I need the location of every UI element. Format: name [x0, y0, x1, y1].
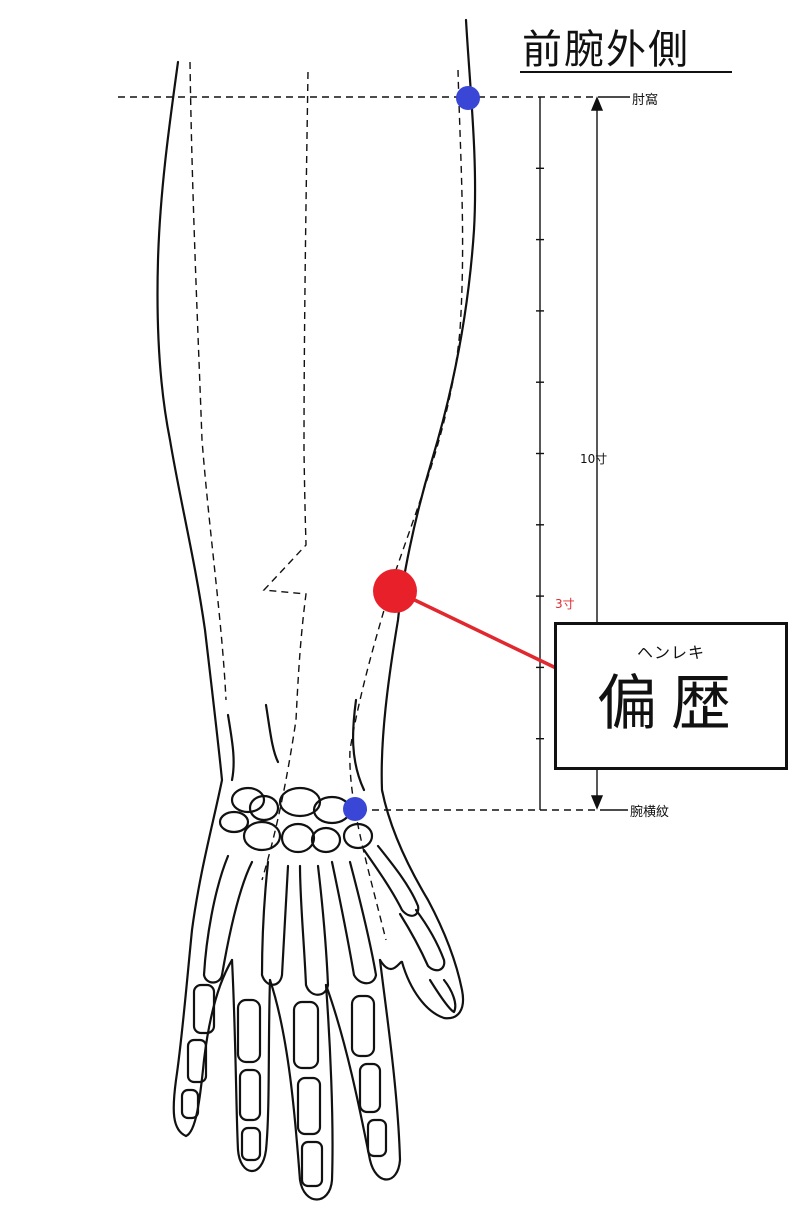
forearm-outline-left: [156, 60, 224, 1138]
hand-outline-ring: [268, 978, 334, 1201]
acupoint-label-box: ヘンレキ 偏歴: [554, 622, 788, 770]
leader-line: [397, 590, 557, 670]
elbow-crease-label: 肘窩: [632, 93, 659, 108]
hand-outline-middle: [230, 958, 272, 1173]
point-distance-label: 3寸: [555, 597, 575, 611]
acupoint-reading: ヘンレキ: [636, 643, 705, 662]
hand-outline-thumb-side: [378, 958, 404, 970]
page-title: 前腕外側: [522, 27, 690, 73]
landmark-marker-wrist: [343, 797, 367, 821]
hand-outline-little: [324, 958, 402, 1181]
ruler-ticks: [536, 167, 544, 740]
distance-arrow-top: [590, 96, 604, 111]
title-underline: [520, 71, 732, 73]
wrist-crease-label: 腕横紋: [630, 805, 670, 820]
forearm-outline-right: [380, 18, 477, 1020]
distance-arrow-bottom: [590, 795, 604, 810]
total-length-label: 10寸: [580, 452, 608, 466]
acupoint-marker-henreki: [373, 569, 417, 613]
landmark-marker-elbow: [456, 86, 480, 110]
acupoint-name: 偏歴: [597, 669, 745, 739]
hand-outline-index: [184, 958, 234, 1138]
